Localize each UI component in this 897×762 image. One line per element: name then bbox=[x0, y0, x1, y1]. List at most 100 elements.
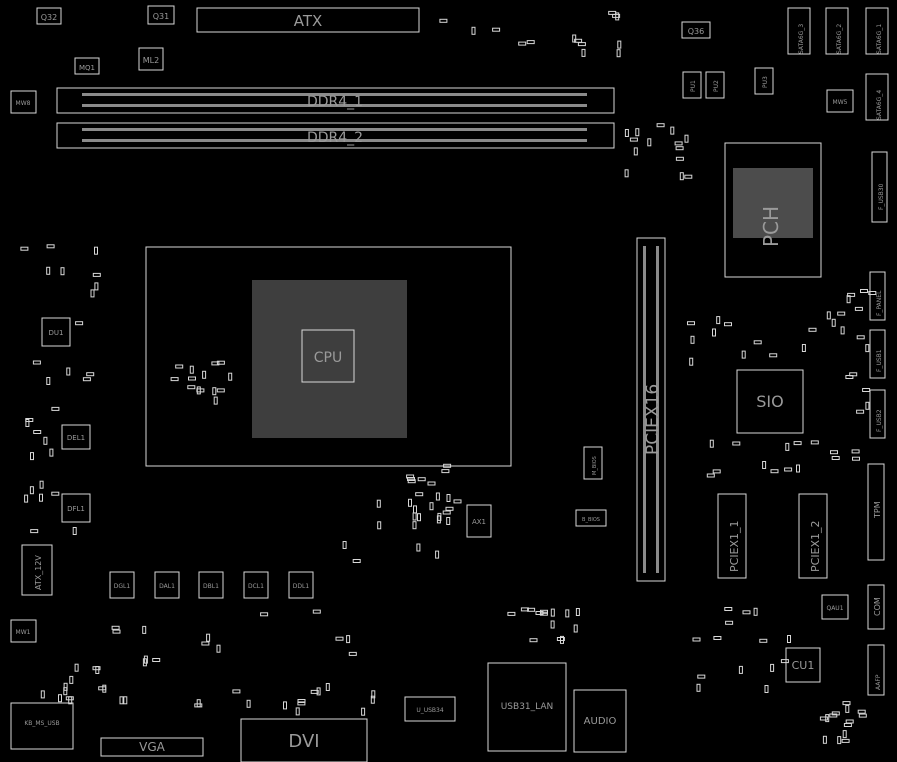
b-bios-chip[interactable]: B_BIOS bbox=[575, 509, 607, 527]
smd-pad bbox=[376, 499, 381, 508]
mq1-part[interactable]: MQ1 bbox=[74, 57, 100, 75]
smd-pad bbox=[310, 689, 319, 694]
q32-part[interactable]: Q32 bbox=[36, 7, 62, 25]
m-bios-chip[interactable]: M_BIOS bbox=[583, 446, 603, 480]
smd-pad bbox=[175, 364, 184, 369]
smd-pad bbox=[712, 469, 721, 474]
dvi-connector[interactable]: DVI bbox=[240, 718, 368, 762]
ax1-part[interactable]: AX1 bbox=[466, 504, 492, 538]
pu-parts[interactable]: PU1 PU2 PU3 bbox=[682, 67, 774, 99]
f-usb30-header[interactable]: F_USB30 bbox=[871, 151, 888, 223]
qau1-part[interactable]: QAU1 bbox=[821, 594, 849, 620]
smd-pad bbox=[102, 684, 107, 693]
mw5-part[interactable]: MW5 bbox=[826, 89, 854, 113]
smd-pad bbox=[808, 327, 817, 332]
svg-text:USB31_LAN: USB31_LAN bbox=[501, 702, 554, 712]
sata6g-1-connector[interactable]: SATA6G_1 bbox=[865, 7, 889, 55]
ddl1-inductor[interactable]: DDL1 bbox=[288, 571, 314, 599]
atx-12v-connector[interactable]: ATX_12V bbox=[21, 544, 53, 596]
tpm-header[interactable]: TPM bbox=[867, 463, 885, 561]
smd-pad bbox=[742, 610, 751, 615]
smd-pad bbox=[842, 701, 851, 706]
del1-inductor[interactable]: DEL1 bbox=[61, 424, 91, 450]
smd-pad bbox=[335, 636, 344, 641]
pciex1-1-slot[interactable]: PCIEX1_1 bbox=[717, 493, 747, 579]
mw1-part[interactable]: MW1 bbox=[10, 619, 37, 643]
atx-connector[interactable]: ATX bbox=[196, 7, 420, 33]
smd-pad bbox=[560, 635, 564, 644]
vga-connector[interactable]: VGA bbox=[100, 737, 204, 757]
smd-pad bbox=[123, 696, 128, 705]
svg-text:SATA6G_1: SATA6G_1 bbox=[876, 24, 883, 54]
com-header[interactable]: COM bbox=[867, 584, 885, 630]
smd-pad bbox=[697, 674, 706, 679]
svg-text:F_PANEL: F_PANEL bbox=[876, 290, 883, 316]
smd-pad bbox=[784, 467, 793, 472]
pciex16-slot[interactable]: PCIEX16 bbox=[636, 237, 666, 582]
smd-pad bbox=[780, 659, 789, 664]
q36-part[interactable]: Q36 bbox=[681, 21, 711, 39]
smd-pad bbox=[202, 370, 207, 379]
smd-pad bbox=[843, 723, 852, 727]
smd-pad bbox=[201, 641, 210, 646]
ml2-part[interactable]: ML2 bbox=[138, 47, 164, 71]
sata6g-3-connector[interactable]: SATA6G_3 bbox=[787, 7, 811, 55]
ddr4-1-slot[interactable]: DDR4_1 bbox=[56, 87, 615, 114]
ddr4-2-slot[interactable]: DDR4_2 bbox=[56, 122, 615, 149]
f-usb1-header[interactable]: F_USB1 bbox=[869, 329, 886, 379]
smd-pad bbox=[810, 440, 819, 445]
dfl1-inductor[interactable]: DFL1 bbox=[61, 493, 91, 523]
smd-pad bbox=[206, 633, 211, 642]
audio-connector[interactable]: AUDIO bbox=[573, 689, 627, 753]
aafp-header[interactable]: AAFP bbox=[867, 644, 885, 696]
cu1-chip[interactable]: CU1 bbox=[785, 647, 821, 683]
pch-chip[interactable]: PCH bbox=[724, 142, 822, 278]
f-panel-header[interactable]: F_PANEL bbox=[869, 271, 886, 321]
smd-pad bbox=[415, 492, 424, 497]
svg-text:CU1: CU1 bbox=[792, 659, 815, 672]
q31-part[interactable]: Q31 bbox=[147, 5, 175, 25]
kb-ms-usb-connector[interactable]: KB_MS_USB bbox=[10, 702, 74, 750]
smd-pad bbox=[819, 716, 828, 721]
svg-text:MW5: MW5 bbox=[833, 99, 848, 106]
smd-pad bbox=[66, 367, 71, 376]
svg-text:DFL1: DFL1 bbox=[67, 505, 85, 513]
dgl1-inductor[interactable]: DGL1 bbox=[109, 571, 135, 599]
smd-pad bbox=[216, 388, 225, 393]
u-usb34-connector[interactable]: U_USB34 bbox=[404, 696, 456, 722]
smd-pad bbox=[443, 463, 452, 468]
du1-chip[interactable]: DU1 bbox=[41, 317, 71, 347]
usb31-lan-connector[interactable]: USB31_LAN bbox=[487, 662, 567, 752]
mw8-part[interactable]: MW8 bbox=[10, 90, 37, 114]
smd-pad bbox=[679, 172, 684, 181]
smd-pad bbox=[65, 696, 74, 701]
smd-pad bbox=[713, 636, 722, 640]
dbl1-inductor[interactable]: DBL1 bbox=[198, 571, 224, 599]
sio-chip[interactable]: SIO bbox=[736, 369, 804, 434]
smd-pad bbox=[492, 27, 501, 32]
sata6g-4-connector[interactable]: SATA6G_4 bbox=[865, 73, 889, 121]
svg-text:DDR4_1: DDR4_1 bbox=[307, 94, 363, 110]
cpu-socket[interactable]: CPU bbox=[145, 246, 512, 467]
f-usb2-header[interactable]: F_USB2 bbox=[869, 389, 886, 439]
smd-pad bbox=[865, 344, 870, 353]
dcl1-inductor[interactable]: DCL1 bbox=[243, 571, 269, 599]
smd-pad bbox=[825, 714, 830, 723]
smd-pad bbox=[232, 689, 241, 694]
smd-pad bbox=[98, 686, 107, 691]
smd-pad bbox=[25, 419, 30, 427]
smd-pad bbox=[826, 311, 831, 320]
pciex1-2-slot[interactable]: PCIEX1_2 bbox=[798, 493, 828, 579]
svg-text:DCL1: DCL1 bbox=[248, 583, 264, 590]
smd-pad bbox=[442, 510, 451, 515]
smd-pad bbox=[801, 344, 806, 352]
smd-pad bbox=[507, 611, 516, 616]
smd-pad bbox=[297, 701, 306, 706]
smd-pad bbox=[371, 690, 376, 699]
smd-pad bbox=[635, 128, 640, 137]
smd-pad bbox=[675, 156, 684, 161]
smd-pad bbox=[377, 521, 382, 530]
smd-pad bbox=[540, 609, 548, 614]
sata6g-2-connector[interactable]: SATA6G_2 bbox=[825, 7, 849, 55]
dal1-inductor[interactable]: DAL1 bbox=[154, 571, 180, 599]
